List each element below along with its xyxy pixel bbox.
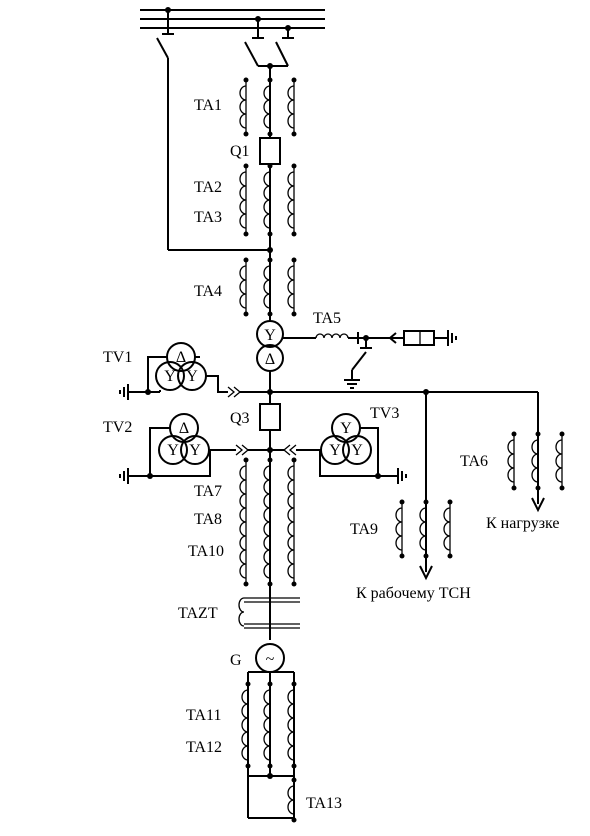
bus-disconnector-left — [156, 10, 270, 251]
lv-connections — [267, 371, 545, 640]
tv1-star-symbol-2: Y — [186, 368, 198, 385]
q3-label: Q3 — [230, 410, 250, 427]
tv2-label: TV2 — [103, 419, 132, 436]
q1-label: Q1 — [230, 143, 250, 160]
ta2-ta3-ct-phase-1 — [239, 163, 249, 237]
ta11-ta12-ct-phase-1 — [241, 681, 251, 769]
ta9-ct-phase-2 — [419, 499, 429, 559]
ta1-ct-phase-3 — [287, 77, 297, 137]
tv2-voltage-transformer: Δ Y Y TV2 — [103, 413, 270, 484]
labels: TA1 Q1 TA2 TA3 TA4 Q3 TA6 TA7 TA8 TA9 К … — [178, 97, 559, 812]
ta6-label: TA6 — [460, 453, 488, 470]
tv2-star-symbol-1: Y — [167, 442, 179, 459]
tazt-zero-sequence-ct — [238, 597, 300, 629]
generator-label: G — [230, 652, 242, 669]
ta13-ct — [287, 777, 297, 823]
neutral-branch: TA5 — [283, 310, 457, 389]
ta11-ta12-ct-phase-3 — [287, 681, 297, 769]
ta5-label: TA5 — [313, 310, 341, 327]
tv2-delta-symbol: Δ — [179, 420, 189, 437]
tv3-star-symbol-top: Y — [340, 420, 352, 437]
ta3-label: TA3 — [194, 209, 222, 226]
ta4-ct-phase-1 — [239, 257, 249, 317]
tazt-label: TAZT — [178, 605, 218, 622]
tv3-star-symbol-2: Y — [351, 442, 363, 459]
ta9-ct-phase-3 — [443, 499, 453, 559]
ta1-ct-phase-2 — [263, 77, 273, 137]
busbars — [140, 7, 325, 31]
q1-breaker — [259, 137, 281, 165]
tv2-star-symbol-2: Y — [189, 442, 201, 459]
ta8-label: TA8 — [194, 511, 222, 528]
ta1-label: TA1 — [194, 97, 222, 114]
ta6-ct-phase-2 — [531, 431, 541, 491]
tv1-star-symbol-1: Y — [164, 368, 176, 385]
tv1-delta-symbol: Δ — [176, 349, 186, 366]
ta2-label: TA2 — [194, 179, 222, 196]
ta9-label: TA9 — [350, 521, 378, 538]
main-transformer: Y Δ — [256, 320, 284, 372]
ta4-label: TA4 — [194, 283, 222, 300]
ta9-ct-phase-1 — [395, 499, 405, 559]
ta11-ta12-ct-phase-2 — [263, 681, 273, 769]
load-label: К нагрузке — [486, 515, 559, 532]
ta10-label: TA10 — [188, 543, 224, 560]
tv3-voltage-transformer: Y Y Y TV3 — [270, 405, 407, 484]
generator: ~ — [247, 643, 295, 819]
ta12-label: TA12 — [186, 739, 222, 756]
aux-transformer-label: К рабочему ТСН — [356, 585, 471, 602]
ta7-label: TA7 — [194, 483, 222, 500]
ta7-ta10-ct-phase-2 — [263, 457, 273, 587]
transformer-lv-winding-symbol: Δ — [265, 351, 275, 368]
ta13-label: TA13 — [306, 795, 342, 812]
generator-symbol: ~ — [266, 651, 275, 668]
ta4-ct-phase-3 — [287, 257, 297, 317]
bus-disconnector-right — [270, 28, 294, 67]
bus-disconnector-middle — [244, 19, 270, 67]
tv1-voltage-transformer: Δ Y Y TV1 — [103, 342, 270, 400]
current-transformers — [239, 77, 565, 823]
ta7-ta10-ct-phase-1 — [239, 457, 249, 587]
ta11-label: TA11 — [186, 707, 221, 724]
ta4-ct-phase-2 — [263, 257, 273, 317]
ta7-ta10-ct-phase-3 — [287, 457, 297, 587]
ta1-ct-phase-1 — [239, 77, 249, 137]
tv1-label: TV1 — [103, 349, 132, 366]
ta2-ta3-ct-phase-2 — [263, 163, 273, 237]
q3-breaker — [259, 403, 281, 431]
tv3-star-symbol-1: Y — [329, 442, 341, 459]
tv3-label: TV3 — [370, 405, 399, 422]
ta6-ct-phase-3 — [555, 431, 565, 491]
transformer-hv-winding-symbol: Y — [264, 327, 276, 344]
ta6-ct-phase-1 — [507, 431, 517, 491]
ta2-ta3-ct-phase-3 — [287, 163, 297, 237]
